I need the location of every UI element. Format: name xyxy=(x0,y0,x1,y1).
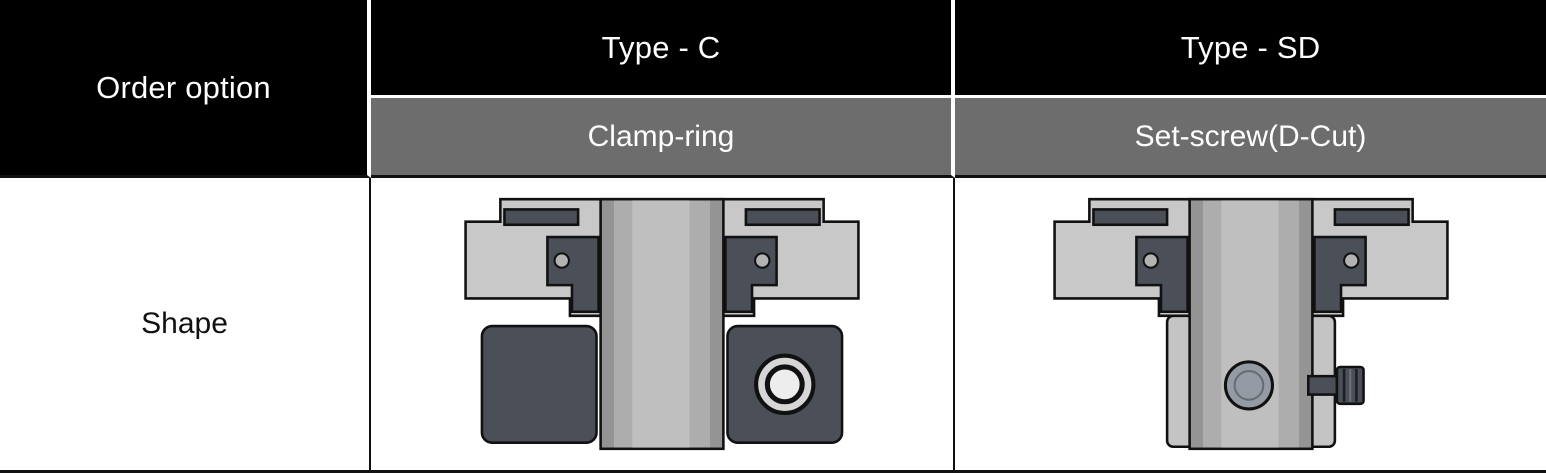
shape-row-header: Shape xyxy=(0,178,371,470)
shape-label: Shape xyxy=(141,307,228,340)
type-c-header: Type - C xyxy=(371,0,955,98)
set-screw-label: Set-screw(D-Cut) xyxy=(1134,119,1367,153)
clamp-ring-subheader: Clamp-ring xyxy=(371,98,955,178)
clamp-ring-drawing-cell xyxy=(371,178,955,470)
set-screw-head xyxy=(1335,365,1365,406)
shaft xyxy=(599,197,725,451)
order-option-label: Order option xyxy=(96,69,271,105)
order-option-header: Order option xyxy=(0,0,371,178)
seal-components xyxy=(1091,208,1410,314)
d-cut-hole xyxy=(1223,360,1274,411)
set-screw-subheader: Set-screw(D-Cut) xyxy=(955,98,1546,178)
shaft xyxy=(1187,197,1314,451)
clamp-screw-hole xyxy=(754,353,816,416)
seal-components xyxy=(503,208,821,314)
set-screw-drawing-cell xyxy=(955,178,1546,470)
type-sd-header: Type - SD xyxy=(955,0,1546,98)
type-sd-label: Type - SD xyxy=(1180,29,1321,65)
clamp-ring-drawing xyxy=(464,197,860,451)
type-c-label: Type - C xyxy=(601,29,721,65)
set-screw-drawing xyxy=(1052,197,1449,451)
set-screw-shank xyxy=(1306,374,1338,396)
clamp-ring-label: Clamp-ring xyxy=(587,119,735,153)
